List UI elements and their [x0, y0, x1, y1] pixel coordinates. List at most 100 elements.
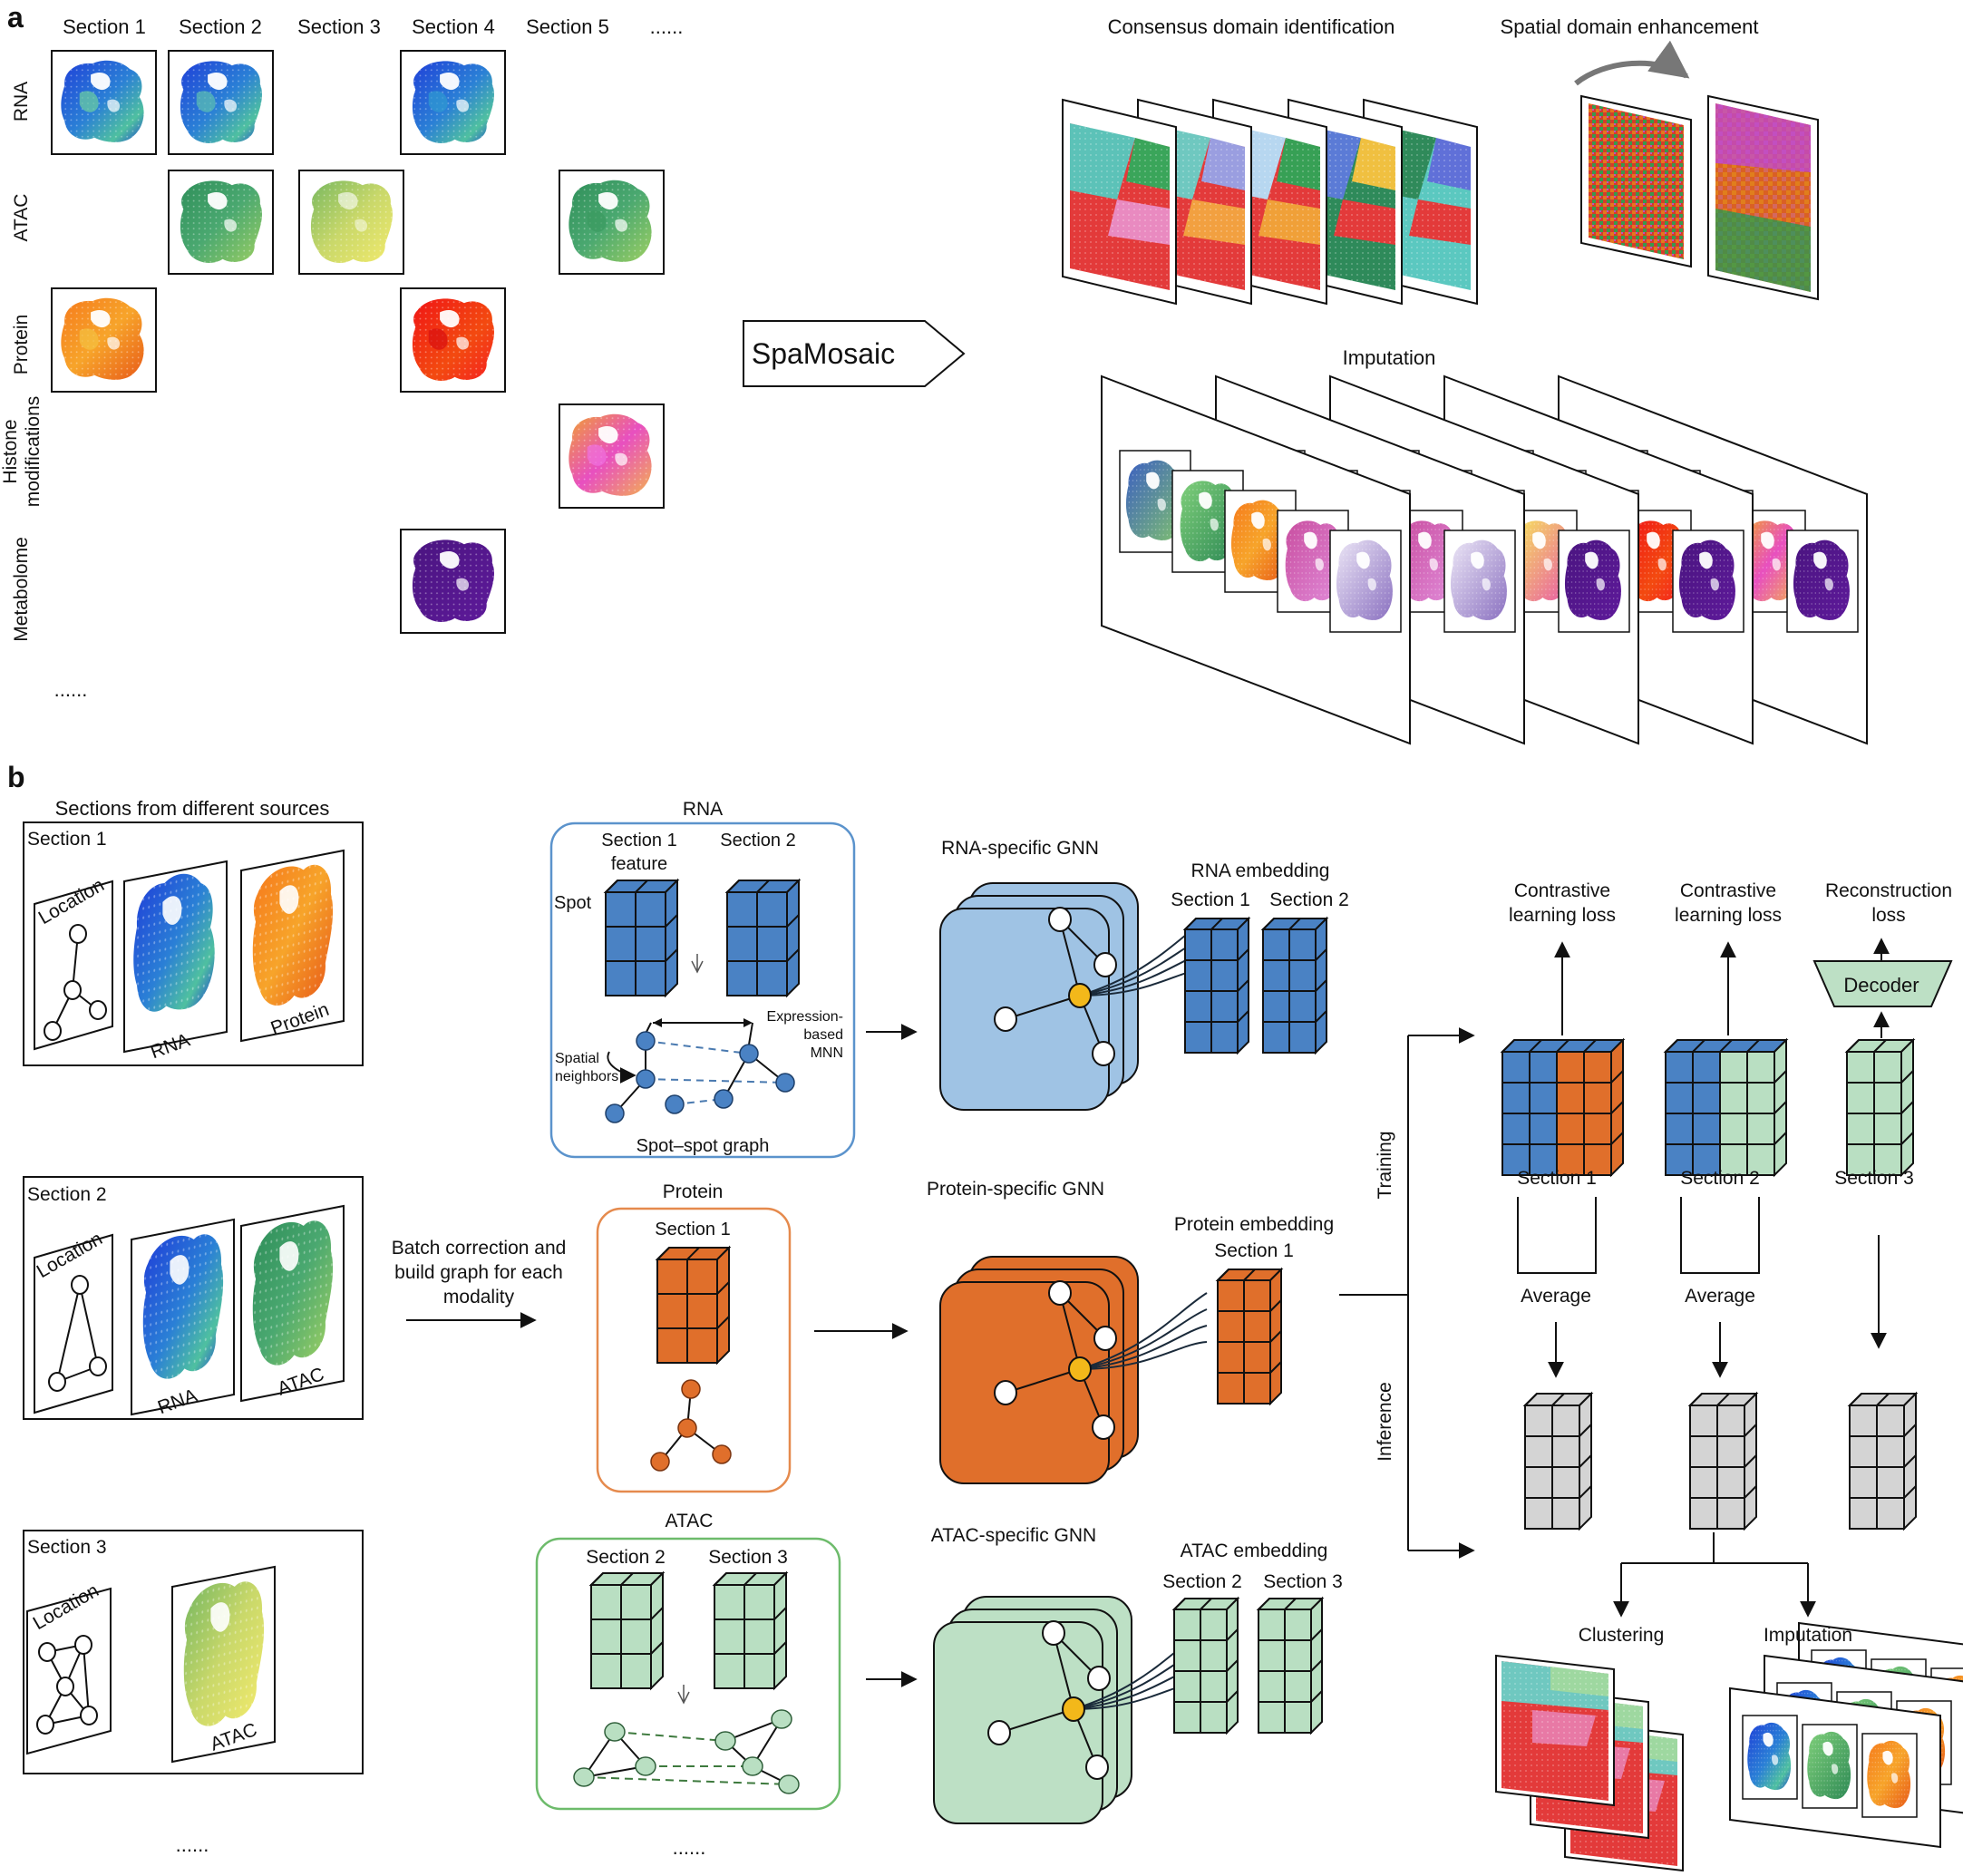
- tissue-hole: [1543, 558, 1552, 571]
- tissue-texture: [252, 864, 334, 1006]
- block-edge: [1903, 1485, 1917, 1499]
- block-edge: [1849, 1393, 1862, 1406]
- block-edge: [1903, 1454, 1917, 1468]
- gnn-node: [987, 1720, 1011, 1745]
- imputed-tissue: [1513, 520, 1569, 602]
- tissue-accent: [79, 328, 99, 350]
- spot-node: [665, 1094, 685, 1114]
- expression-mnn-label: MNN: [811, 1045, 843, 1061]
- block-cell: [1288, 959, 1317, 992]
- block-cell: [1217, 1341, 1245, 1374]
- tissue-hole: [598, 425, 618, 444]
- block-edge: [1744, 1454, 1757, 1468]
- tissue-texture: [412, 298, 494, 381]
- block-cell: [1200, 1701, 1228, 1734]
- protein-box-title: Protein: [663, 1181, 724, 1202]
- imputed-tissue: [1793, 539, 1850, 620]
- block-edge: [1524, 1393, 1538, 1406]
- embedding-section-label: Section 1: [1214, 1240, 1294, 1261]
- spamosaic-arrow-shape: [743, 320, 966, 387]
- inference-block: [1847, 1391, 1919, 1531]
- section-header: Section 3: [297, 15, 381, 38]
- panel-letter-b: b: [7, 761, 25, 793]
- block-edge: [1579, 1485, 1592, 1499]
- tissue-hole: [1210, 518, 1219, 531]
- block-edge: [1774, 1132, 1787, 1145]
- tissue-hole: [1304, 531, 1317, 549]
- section-header: Section 4: [412, 15, 495, 38]
- block-cell: [1284, 1609, 1312, 1641]
- tissue-hole: [1824, 578, 1833, 591]
- section-box-title: Section 3: [27, 1537, 107, 1558]
- block-edge: [1846, 1039, 1860, 1053]
- block-edge: [786, 948, 800, 962]
- block-cell: [1210, 1021, 1239, 1054]
- block-cell: [1876, 1466, 1905, 1499]
- block-cell: [605, 891, 637, 928]
- block-edge: [756, 880, 770, 893]
- block-cell: [1876, 1435, 1905, 1468]
- combined-section-label: Section 3: [1834, 1168, 1914, 1189]
- block-edge: [773, 1641, 787, 1655]
- block-cell: [635, 926, 666, 962]
- tissue-hole: [279, 1241, 299, 1271]
- batch-text: Batch correction and: [392, 1238, 567, 1259]
- block-cell: [1689, 1466, 1718, 1499]
- tissue-texture: [568, 413, 652, 496]
- tissue-hole: [1482, 578, 1491, 591]
- spot-label: Spot: [554, 893, 592, 913]
- spatial-neighbors-label: neighbors: [555, 1069, 618, 1084]
- block-cell: [590, 1618, 622, 1655]
- tissue-texture: [1793, 539, 1850, 620]
- tissue-hole: [1772, 558, 1781, 571]
- block-cell: [1243, 1372, 1271, 1405]
- panel-letter-a: a: [7, 1, 24, 34]
- location-graph: [26, 1587, 112, 1755]
- atac-embedding-s3: [1256, 1596, 1325, 1735]
- tissue-texture: [1513, 520, 1569, 602]
- block-cell: [1258, 1639, 1286, 1672]
- block-cell: [1501, 1113, 1531, 1145]
- block-cell: [1243, 1279, 1271, 1312]
- block-cell: [1849, 1497, 1878, 1530]
- block-cell: [1689, 1435, 1718, 1468]
- batch-text: build graph for each: [394, 1262, 563, 1283]
- block-cell: [1184, 959, 1212, 992]
- rna-box-title: RNA: [683, 799, 723, 820]
- average-bracket: [1680, 1197, 1760, 1274]
- block-edge: [650, 1641, 664, 1655]
- clustering-label: Clustering: [1579, 1625, 1665, 1646]
- tissue-accent: [587, 444, 607, 466]
- block-cell: [1173, 1609, 1201, 1641]
- tissue-hole: [279, 885, 299, 914]
- block-cell: [1243, 1310, 1271, 1343]
- gnn-node: [1092, 1414, 1115, 1440]
- protein-embedding-title: Protein embedding: [1174, 1214, 1334, 1235]
- imputed-tissue: [1399, 520, 1455, 602]
- block-cell: [756, 891, 788, 928]
- block-cell: [1556, 1051, 1585, 1084]
- block-edge: [714, 1572, 727, 1586]
- tissue-image: [183, 1581, 265, 1726]
- tissue-hole: [456, 336, 470, 350]
- atac-embedding-title: ATAC embedding: [1181, 1541, 1328, 1561]
- block-cell: [1262, 990, 1290, 1023]
- enhance-noisy-domains: [1589, 103, 1684, 259]
- graph-edge: [79, 1284, 99, 1367]
- block-edge: [1746, 1039, 1760, 1053]
- graph-node: [89, 1000, 107, 1020]
- tissue-texture: [142, 1234, 224, 1379]
- spot-node: [677, 1418, 697, 1438]
- inference-label: Inference: [1375, 1382, 1395, 1462]
- tissue-hole: [1315, 558, 1324, 571]
- location-graph: [34, 880, 113, 1051]
- block-cell: [1692, 1051, 1721, 1084]
- down-small-arrow-icon: [691, 954, 704, 974]
- block-edge: [1217, 1268, 1229, 1281]
- rna-embedding-s2: [1260, 916, 1329, 1055]
- decoder-label: Decoder: [1843, 974, 1919, 996]
- block-cell: [1556, 1113, 1585, 1145]
- tissue-texture: [1628, 520, 1684, 602]
- tissue-hole: [224, 219, 238, 232]
- block-cell: [1288, 990, 1317, 1023]
